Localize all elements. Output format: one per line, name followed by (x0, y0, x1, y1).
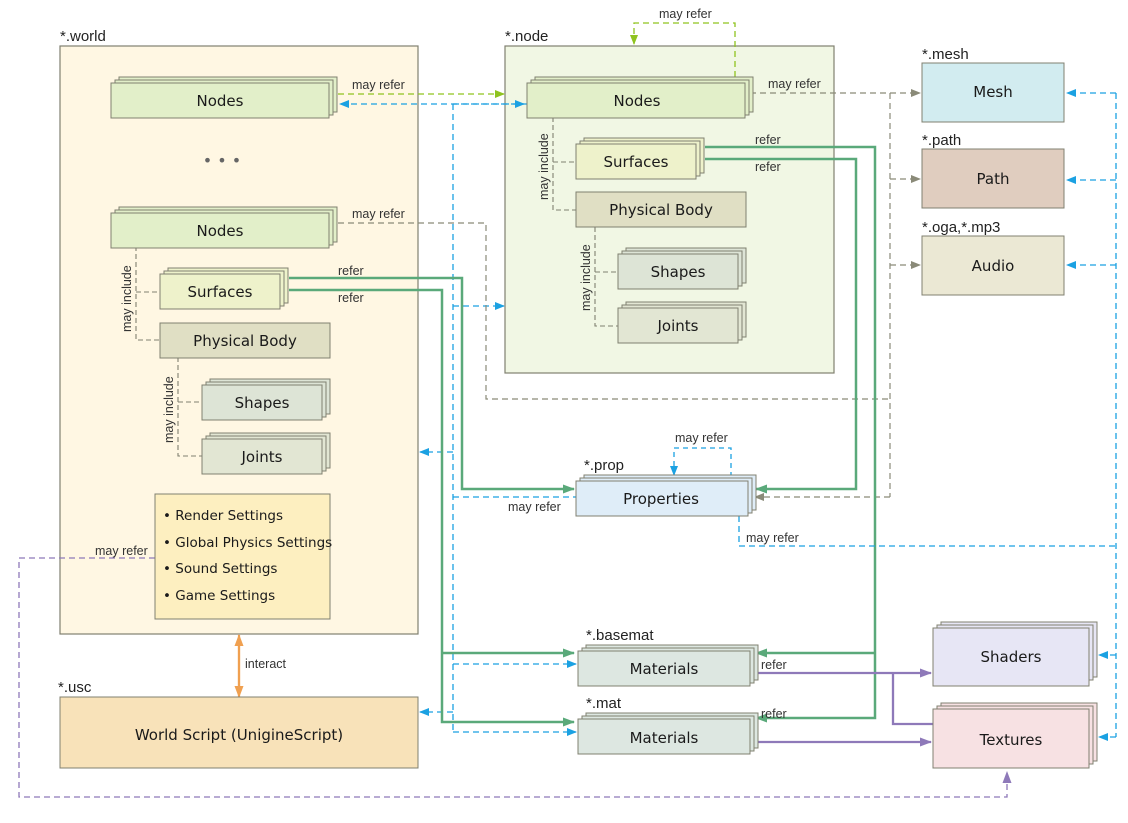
label-node-surf-refer-2: refer (755, 160, 781, 174)
label-settings-may-refer: may refer (95, 544, 148, 558)
world-may-include-1: may include (120, 265, 134, 332)
edge-world-surf-to-prop (289, 276, 575, 494)
settings-item-render: • Render Settings (163, 508, 283, 524)
edge-settings-to-textures (18, 557, 1012, 798)
asset-shaders[interactable]: Shaders (932, 621, 1098, 687)
usc-label: World Script (UnigineScript) (135, 726, 343, 744)
audio-ext-label: *.oga,*.mp3 (922, 219, 1000, 236)
world-shapes-label: Shapes (235, 394, 290, 412)
node-include-trunk-2 (594, 227, 618, 327)
mesh-ext-label: *.mesh (922, 46, 969, 63)
textures-label: Textures (979, 731, 1043, 749)
asset-world-script[interactable]: *.usc World Script (UnigineScript) (58, 679, 419, 769)
label-prop-right-may-refer: may refer (746, 531, 799, 545)
node-joints[interactable]: Joints (617, 301, 747, 344)
asset-textures[interactable]: Textures (932, 702, 1098, 769)
world-nodes-top-label: Nodes (197, 92, 244, 110)
edge-prop-self-ref (670, 447, 732, 477)
edge-world-surf-to-mat (289, 288, 575, 727)
connectors (18, 22, 1117, 798)
world-physical-body[interactable]: Physical Body (159, 322, 331, 359)
basemat-label: Materials (630, 660, 699, 678)
label-prop-self-may-refer: may refer (675, 431, 728, 445)
label-world-nodes-may-refer: may refer (352, 78, 405, 92)
node-may-include-2: may include (579, 244, 593, 311)
asset-mesh[interactable]: *.mesh Mesh (921, 46, 1065, 123)
label-world-nodes2-may-refer: may refer (352, 207, 405, 221)
edge-node-surf-to-prop (705, 157, 858, 494)
world-physical-body-label: Physical Body (193, 332, 297, 350)
node-ext-label: *.node (505, 28, 548, 45)
world-include-trunk-2 (177, 357, 202, 457)
label-basemat-refer: refer (761, 658, 787, 672)
world-may-include-2: may include (162, 376, 176, 443)
label-world-surf-refer-2: refer (338, 291, 364, 305)
asset-mat[interactable]: *.mat Materials (577, 695, 759, 755)
path-ext-label: *.path (922, 132, 961, 149)
world-ext-label: *.world (60, 28, 106, 45)
node-nodes-label: Nodes (614, 92, 661, 110)
world-surfaces-label: Surfaces (188, 283, 253, 301)
world-nodes-bottom-label: Nodes (197, 222, 244, 240)
label-interact: interact (245, 657, 287, 671)
label-world-surf-refer-1: refer (338, 264, 364, 278)
asset-properties[interactable]: *.prop Properties (575, 457, 757, 517)
settings-item-game: • Game Settings (163, 588, 275, 604)
node-physical-body-label: Physical Body (609, 201, 713, 219)
world-settings-box[interactable]: • Render Settings • Global Physics Setti… (154, 493, 332, 620)
node-shapes-label: Shapes (651, 263, 706, 281)
edge-prop-right (738, 516, 1116, 547)
label-prop-left-may-refer: may refer (508, 500, 561, 514)
world-joints-label: Joints (241, 448, 283, 466)
shaders-label: Shaders (981, 648, 1042, 666)
node-include-trunk (552, 117, 576, 211)
world-nodes-top[interactable]: Nodes (110, 76, 338, 119)
node-joints-label: Joints (657, 317, 699, 335)
node-surfaces-label: Surfaces (604, 153, 669, 171)
node-surfaces[interactable]: Surfaces (575, 137, 705, 180)
asset-audio[interactable]: *.oga,*.mp3 Audio (921, 219, 1065, 296)
mesh-label: Mesh (973, 83, 1013, 101)
basemat-ext-label: *.basemat (586, 627, 654, 644)
label-node-self-may-refer: may refer (659, 7, 712, 21)
world-nodes-bottom[interactable]: Nodes (110, 206, 338, 249)
audio-label: Audio (972, 257, 1015, 275)
settings-item-sound: • Sound Settings (163, 561, 277, 577)
prop-ext-label: *.prop (584, 457, 624, 474)
node-nodes[interactable]: Nodes (526, 76, 754, 119)
usc-ext-label: *.usc (58, 679, 92, 696)
edge-node-surf-to-mat (705, 145, 877, 723)
ellipsis: • • • (203, 151, 241, 170)
edge-labels: may refer may refer may refer may refer … (95, 7, 821, 721)
mat-ext-label: *.mat (586, 695, 622, 712)
label-mat-refer: refer (761, 707, 787, 721)
world-shapes[interactable]: Shapes (201, 378, 331, 421)
edge-basemat-to-textures (891, 673, 933, 726)
path-label: Path (977, 170, 1010, 188)
asset-basemat[interactable]: *.basemat Materials (577, 627, 759, 687)
settings-item-physics: • Global Physics Settings (163, 535, 332, 551)
edge-gray-world-nodes2 (338, 222, 890, 400)
mat-label: Materials (630, 729, 699, 747)
prop-label: Properties (623, 490, 699, 508)
label-node-nodes-may-refer: may refer (768, 77, 821, 91)
label-node-surf-refer-1: refer (755, 133, 781, 147)
node-shapes[interactable]: Shapes (617, 247, 747, 290)
asset-path[interactable]: *.path Path (921, 132, 1065, 209)
world-surfaces[interactable]: Surfaces (159, 267, 289, 310)
node-may-include-1: may include (537, 133, 551, 200)
world-joints[interactable]: Joints (201, 432, 331, 475)
edge-node-self-ref (630, 22, 736, 77)
node-physical-body[interactable]: Physical Body (575, 191, 747, 228)
